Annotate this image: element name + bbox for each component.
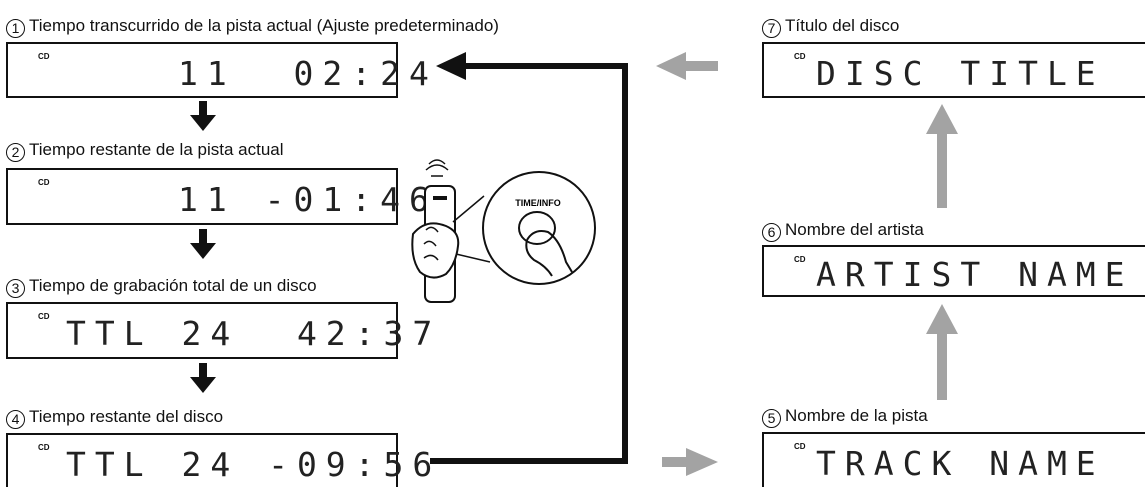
- arrow-gray-artist-to-title: [926, 104, 958, 208]
- time-info-button-magnified: TIME/INFO: [482, 171, 596, 285]
- arrow-down-2-3: [190, 229, 216, 259]
- remote-control-icon: [411, 159, 491, 303]
- display-disc-title: CD DISC TITLE: [762, 42, 1145, 98]
- display-remaining-track: CD 11 -01:46: [6, 168, 429, 225]
- arrow-down-1-2: [190, 101, 216, 131]
- display-artist-name: CD ARTIST NAME: [762, 245, 1145, 297]
- display-elapsed-track: CD 11 02:24: [6, 42, 429, 98]
- arrow-gray-to-track-name: [662, 448, 718, 476]
- arrow-down-3-4: [190, 363, 216, 393]
- display-total-disc: CD TTL 24 42:37: [6, 302, 432, 359]
- arrow-loop-back: [430, 52, 628, 464]
- display-track-name: CD TRACK NAME: [762, 432, 1145, 487]
- display-remaining-disc: CD TTL 24 -09:56: [6, 433, 432, 487]
- time-info-button-label: TIME/INFO: [515, 198, 561, 208]
- arrow-gray-track-to-artist: [926, 304, 958, 400]
- arrow-gray-title-to-start: [656, 52, 718, 80]
